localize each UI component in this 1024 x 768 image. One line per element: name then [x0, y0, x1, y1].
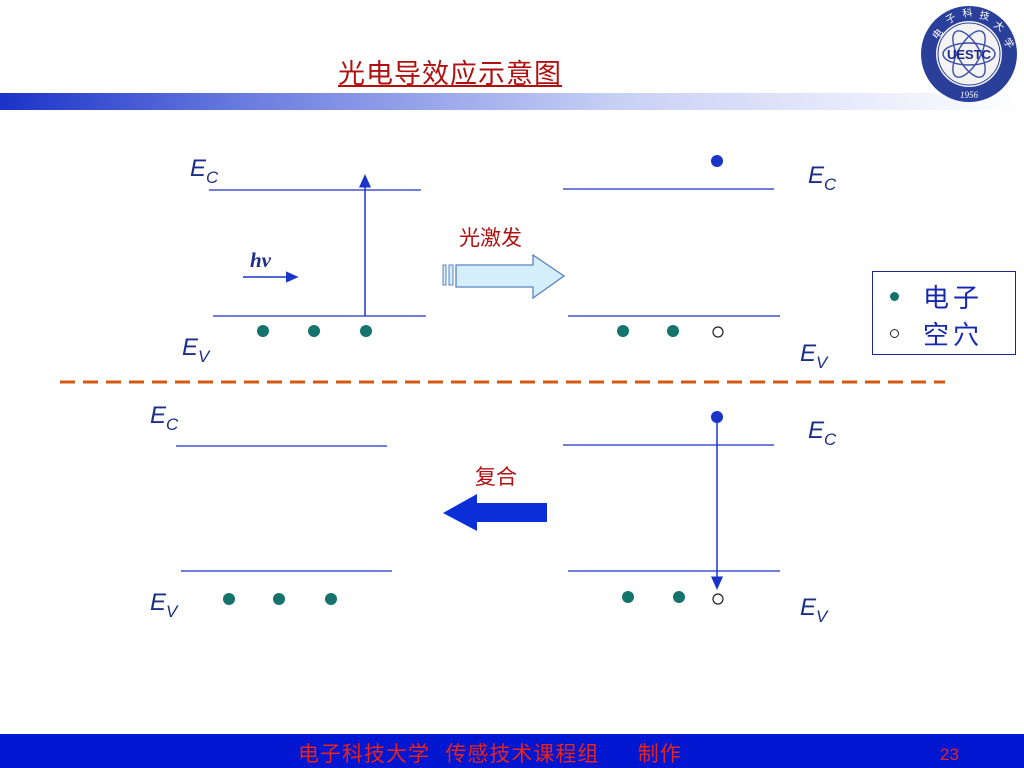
electron-dot [667, 325, 679, 337]
ev-label-top-left: EV [182, 334, 211, 366]
electron-dot [673, 591, 685, 603]
electron-dot [360, 325, 372, 337]
legend-item-hole: 空穴 [873, 315, 983, 352]
ec-label-bottom-right: EC [808, 417, 837, 449]
hole-icon [890, 329, 899, 338]
logo-text: UESTC [947, 47, 992, 62]
slide-title: 光电导效应示意图 [338, 59, 562, 90]
recombination-arrow-icon [443, 494, 547, 531]
electron-dot [257, 325, 269, 337]
ec-label-top-left: EC [190, 155, 219, 187]
hole-dot [712, 326, 724, 338]
electron-dot [622, 591, 634, 603]
recombination-label: 复合 [475, 465, 517, 489]
legend-label-electron: 电子 [923, 284, 984, 314]
logo-seal-char-4: 技 [978, 8, 990, 23]
electron-dot [273, 593, 285, 605]
ec-label-bottom-left: EC [150, 402, 179, 434]
electron-icon [890, 292, 899, 301]
page-number: 23 [940, 745, 959, 764]
photon-label: hv [250, 248, 272, 272]
ev-label-bottom-left: EV [150, 589, 179, 621]
electron-dot [325, 593, 337, 605]
excitation-label: 光激发 [459, 226, 522, 250]
ec-label-top-right: EC [808, 162, 837, 194]
title-gradient-bar [0, 93, 1024, 110]
ev-label-bottom-right: EV [800, 594, 829, 626]
footer-bar: 电子科技大学 传感技术课程组 制作 23 [0, 734, 1024, 768]
legend-box: 电子 空穴 [872, 271, 1016, 355]
electron-dot [223, 593, 235, 605]
excitation-arrow-icon [442, 253, 566, 300]
logo-year: 1956 [960, 90, 979, 100]
excited-electron-dot [711, 155, 723, 167]
legend-item-electron: 电子 [873, 278, 983, 315]
electron-dot [617, 325, 629, 337]
logo-seal-char-3: 科 [962, 6, 974, 20]
hole-dot [712, 593, 724, 605]
electron-dot [308, 325, 320, 337]
excited-electron-dot [711, 411, 723, 423]
ev-label-top-right: EV [800, 340, 829, 372]
uestc-logo-icon: UESTC 1956 电 子 科 技 大 学 [921, 6, 1017, 102]
legend-label-hole: 空穴 [923, 321, 984, 351]
footer-text: 电子科技大学 传感技术课程组 制作 [298, 742, 682, 766]
